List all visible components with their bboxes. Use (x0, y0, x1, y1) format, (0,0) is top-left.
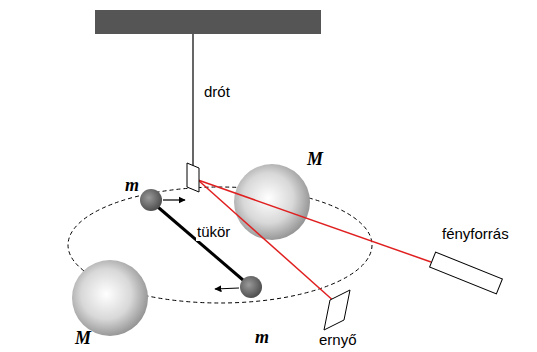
light-source (430, 252, 503, 294)
ceiling (95, 10, 321, 34)
force-arrow (215, 288, 239, 289)
light-ray (198, 180, 431, 262)
part-label: fényforrás (441, 226, 510, 243)
mass-symbol: m (124, 176, 140, 196)
small-sphere (240, 276, 262, 298)
mass-symbol: M (74, 329, 92, 349)
part-label: drót (203, 84, 231, 101)
rod (152, 202, 250, 286)
light-ray (198, 180, 336, 303)
part-label: ernyő (318, 332, 358, 349)
small-sphere (140, 189, 162, 211)
mass-symbol: m (254, 328, 270, 348)
part-label: tükör (196, 224, 231, 241)
large-sphere (72, 260, 148, 336)
force-arrow (163, 199, 185, 200)
wire (192, 34, 193, 175)
mirror (187, 163, 199, 192)
mass-symbol: M (306, 150, 324, 170)
large-sphere (234, 164, 310, 240)
screen (324, 290, 350, 330)
